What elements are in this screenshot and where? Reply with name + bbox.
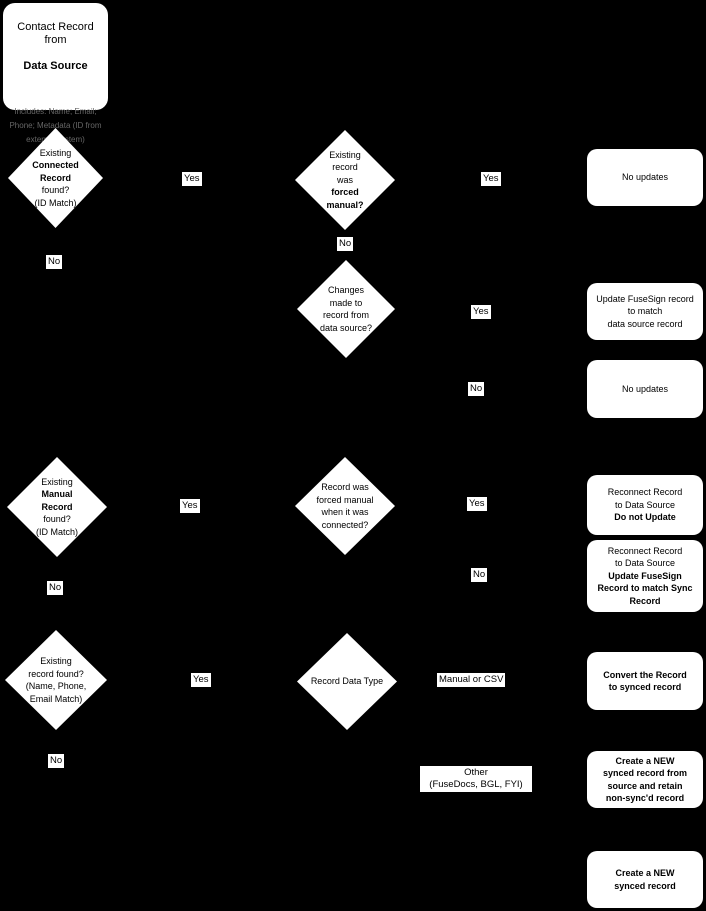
decision-label: Record was forced manual when it was con… (295, 457, 395, 555)
diamond-shape (295, 130, 395, 230)
decision-text: Existing record found? (Name, Phone, Ema… (25, 656, 87, 704)
diamond-shape (7, 457, 107, 557)
edge-label-manual-yes: Yes (180, 499, 200, 513)
outcome-text: Update FuseSign record to match data sou… (596, 293, 694, 329)
outcome-text-bold: Create a NEW synced record from source a… (602, 755, 688, 804)
diamond-shape (297, 633, 397, 730)
outcome-text: No updates (621, 172, 669, 183)
decision-label: Existing record was forced manual? (295, 130, 395, 230)
source-node-details: Includes: Name; Email; Phone; Metadata (… (9, 107, 102, 144)
edge-label-changes-no: No (468, 382, 485, 396)
outcome-text: Reconnect Record to Data Source (607, 487, 683, 510)
outcome-convert-to-synced-record: Convert the Record to synced record (587, 652, 703, 710)
decision-label: Changes made to record from data source? (297, 260, 395, 358)
outcome-create-new-synced-record: Create a NEW synced record (587, 851, 703, 908)
decision-label: Record Data Type (297, 633, 397, 730)
decision-existing-record-found: Existing record found? (Name, Phone, Ema… (5, 630, 107, 730)
edge-label-changes-yes: Yes (471, 305, 491, 319)
outcome-reconnect-update-match-sync: Reconnect Record to Data Source Update F… (587, 540, 703, 612)
decision-forced-manual-when-connected: Record was forced manual when it was con… (295, 457, 395, 555)
outcome-label: Reconnect Record to Data Source Update F… (587, 540, 703, 612)
outcome-label: Update FuseSign record to match data sou… (587, 283, 703, 340)
outcome-label: No updates (587, 360, 703, 418)
outcome-label: Convert the Record to synced record (587, 652, 703, 710)
edge-label-forced-when-connected-no: No (471, 568, 488, 582)
edge-label-record-found-yes: Yes (191, 673, 211, 687)
decision-text: Existing (41, 476, 73, 487)
edge-label-record-found-no: No (48, 754, 65, 768)
outcome-text-bold: Update FuseSign Record to match Sync Rec… (597, 570, 693, 606)
edge-label-connected-no: No (46, 255, 63, 269)
decision-text: Record Data Type (310, 676, 384, 687)
source-title-bold-text: Data Source (23, 60, 88, 72)
edge-label-connected-yes: Yes (182, 172, 202, 186)
decision-existing-manual-record: Existing Manual Record found? (ID Match) (7, 457, 107, 557)
decision-text-bold: Connected Record (32, 160, 79, 183)
decision-text: Existing (39, 147, 72, 158)
outcome-no-updates-middle: No updates (587, 360, 703, 418)
decision-record-data-type: Record Data Type (297, 633, 397, 730)
decision-text: Existing record was (329, 149, 361, 185)
decision-label: Existing record found? (Name, Phone, Ema… (5, 630, 107, 730)
outcome-text-bold: Convert the Record to synced record (603, 669, 687, 693)
outcome-text-bold: Create a NEW synced record (614, 868, 676, 891)
outcome-text: No updates (621, 383, 669, 394)
edge-label-forced-manual-yes: Yes (481, 172, 501, 186)
source-title-text: Contact Record from (17, 21, 94, 46)
decision-text: Changes made to record from data source? (319, 285, 373, 333)
edge-label-manual-no: No (47, 581, 64, 595)
diamond-shape (5, 630, 107, 730)
source-node-title: Contact Record from Data Source (17, 8, 93, 86)
decision-label: Existing Manual Record found? (ID Match) (7, 457, 107, 557)
diamond-shape (297, 260, 395, 358)
outcome-no-updates-top: No updates (587, 149, 703, 206)
outcome-text: Reconnect Record to Data Source (607, 545, 683, 569)
decision-text-bold: forced manual? (326, 187, 364, 210)
outcome-reconnect-do-not-update: Reconnect Record to Data Source Do not U… (587, 475, 703, 535)
outcome-label: Create a NEW synced record from source a… (587, 751, 703, 808)
diamond-shape (8, 128, 103, 228)
decision-text: found? (ID Match) (35, 514, 78, 537)
diamond-shape (295, 457, 395, 555)
decision-record-forced-manual: Existing record was forced manual? (295, 130, 395, 230)
outcome-text-bold: Do not Update (614, 512, 676, 523)
edge-label-type-other: Other (FuseDocs, BGL, FYI) (420, 766, 532, 792)
outcome-label: Create a NEW synced record (587, 851, 703, 908)
decision-existing-connected-record: Existing Connected Record found? (ID Mat… (8, 128, 103, 228)
edge-label-type-manual-csv: Manual or CSV (437, 673, 506, 687)
decision-text-bold: Manual Record (41, 489, 73, 512)
outcome-create-new-retain-record: Create a NEW synced record from source a… (587, 751, 703, 808)
outcome-label: No updates (587, 149, 703, 206)
decision-text: Record was forced manual when it was con… (316, 482, 374, 530)
decision-text: found? (ID Match) (34, 185, 77, 208)
outcome-update-fusesign-record: Update FuseSign record to match data sou… (587, 283, 703, 340)
decision-label: Existing Connected Record found? (ID Mat… (8, 128, 103, 228)
outcome-label: Reconnect Record to Data Source Do not U… (587, 475, 703, 535)
edge-label-forced-manual-no: No (337, 237, 354, 251)
edge-label-forced-when-connected-yes: Yes (467, 497, 487, 511)
source-node-contact-record: Contact Record from Data Source Includes… (3, 3, 108, 144)
decision-changes-made: Changes made to record from data source? (297, 260, 395, 358)
